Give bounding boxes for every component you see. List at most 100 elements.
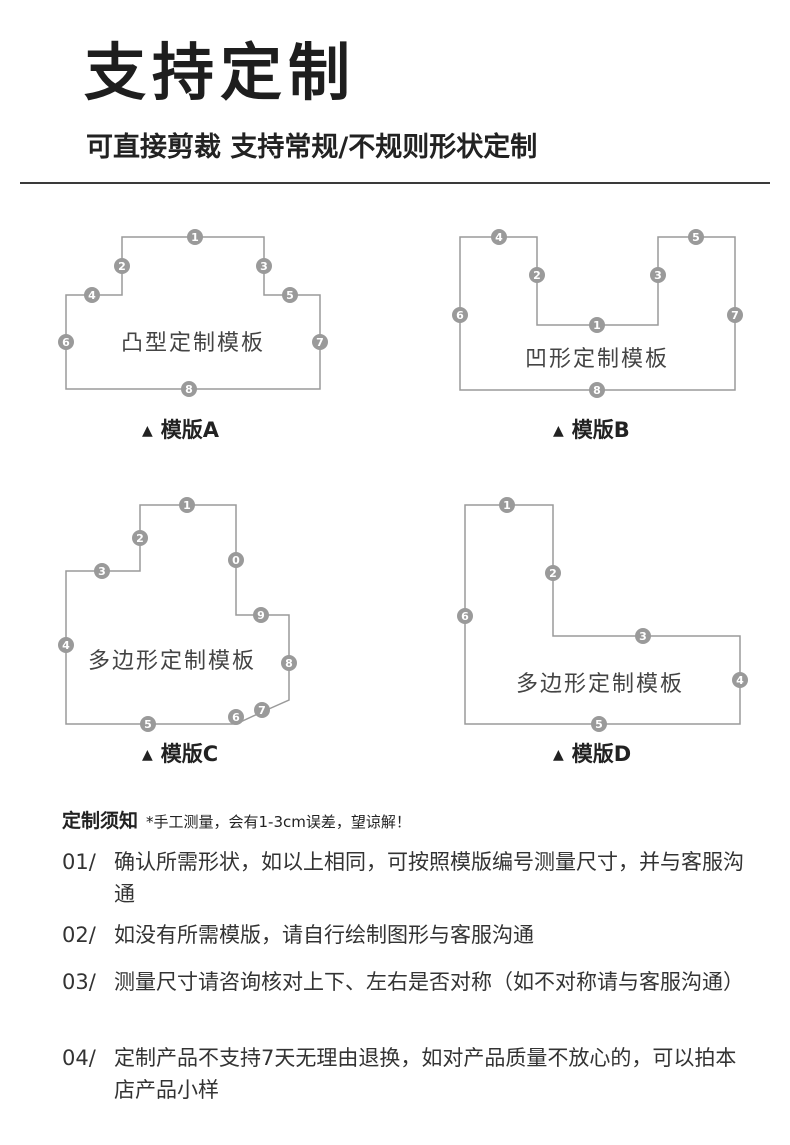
svg-text:2: 2	[533, 269, 541, 282]
svg-text:6: 6	[232, 711, 240, 724]
svg-text:1: 1	[593, 319, 601, 332]
svg-text:6: 6	[62, 336, 70, 349]
svg-text:4: 4	[736, 674, 744, 687]
template-c-caption: ▲ 模版C	[142, 738, 218, 768]
caption-text: 模版A	[160, 418, 220, 442]
marker-badge: 6	[228, 709, 244, 725]
notes-heading: 定制须知*手工测量，会有1-3cm误差，望谅解！	[62, 806, 411, 833]
template-c-markers: 1 2 3 4 5 6 7 8 9 0	[58, 497, 297, 732]
svg-text:8: 8	[593, 384, 601, 397]
marker-badge: 6	[452, 307, 468, 323]
notes-item: 02/如没有所需模版，请自行绘制图形与客服沟通	[62, 919, 762, 951]
template-b-caption: ▲ 模版B	[553, 414, 630, 444]
template-c-outline	[65, 504, 290, 725]
triangle-icon: ▲	[553, 747, 564, 763]
caption-text: 模版C	[160, 742, 219, 766]
marker-badge: 4	[84, 287, 100, 303]
svg-text:7: 7	[258, 704, 266, 717]
page-subtitle: 可直接剪裁 支持常规/不规则形状定制	[86, 132, 538, 163]
marker-badge: 0	[228, 552, 244, 568]
item-number: 01/	[62, 850, 96, 874]
template-d-label: 多边形定制模板	[516, 672, 684, 697]
svg-text:5: 5	[692, 231, 700, 244]
template-a-markers: 1 2 3 4 5 6 7 8	[58, 229, 328, 397]
marker-badge: 5	[591, 716, 607, 732]
svg-text:0: 0	[232, 554, 240, 567]
marker-badge: 8	[589, 382, 605, 398]
marker-badge: 8	[281, 655, 297, 671]
marker-badge: 7	[312, 334, 328, 350]
svg-text:8: 8	[285, 657, 293, 670]
marker-badge: 1	[499, 497, 515, 513]
template-diagrams: 1 2 3 4 5 6 7 8 1 2 3 4 5 6 7 8 1 2 3 4 …	[58, 229, 748, 732]
marker-badge: 5	[140, 716, 156, 732]
svg-text:4: 4	[62, 639, 70, 652]
caption-text: 模版D	[571, 742, 632, 766]
marker-badge: 2	[132, 530, 148, 546]
marker-badge: 5	[282, 287, 298, 303]
triangle-icon: ▲	[553, 423, 564, 439]
item-text: 如没有所需模版，请自行绘制图形与客服沟通	[114, 923, 534, 947]
marker-badge: 6	[58, 334, 74, 350]
template-d-outline	[464, 504, 741, 725]
svg-text:3: 3	[639, 630, 647, 643]
template-d-markers: 1 2 3 4 5 6	[457, 497, 748, 732]
marker-badge: 3	[256, 258, 272, 274]
svg-text:1: 1	[183, 499, 191, 512]
svg-text:3: 3	[260, 260, 268, 273]
notes-item: 01/确认所需形状，如以上相同，可按照模版编号测量尺寸，并与客服沟通	[62, 846, 762, 910]
svg-text:2: 2	[549, 567, 557, 580]
marker-badge: 1	[179, 497, 195, 513]
svg-text:6: 6	[461, 610, 469, 623]
svg-text:9: 9	[257, 609, 265, 622]
page-title: 支持定制	[84, 36, 357, 109]
notes-item: 03/测量尺寸请咨询核对上下、左右是否对称（如不对称请与客服沟通）	[62, 966, 762, 998]
item-number: 03/	[62, 970, 96, 994]
notes-title: 定制须知	[62, 810, 139, 832]
item-number: 02/	[62, 923, 96, 947]
svg-text:3: 3	[98, 565, 106, 578]
svg-text:5: 5	[144, 718, 152, 731]
svg-text:7: 7	[731, 309, 739, 322]
svg-text:5: 5	[595, 718, 603, 731]
svg-text:4: 4	[88, 289, 96, 302]
svg-text:2: 2	[136, 532, 144, 545]
marker-badge: 2	[114, 258, 130, 274]
template-c-label: 多边形定制模板	[88, 649, 256, 674]
triangle-icon: ▲	[142, 747, 153, 763]
svg-text:4: 4	[495, 231, 503, 244]
triangle-icon: ▲	[142, 423, 153, 439]
template-b-label: 凹形定制模板	[525, 347, 669, 372]
item-text: 测量尺寸请咨询核对上下、左右是否对称（如不对称请与客服沟通）	[114, 970, 744, 994]
item-number: 04/	[62, 1046, 96, 1070]
marker-badge: 1	[589, 317, 605, 333]
svg-text:1: 1	[503, 499, 511, 512]
template-a-label: 凸型定制模板	[121, 331, 265, 356]
svg-text:3: 3	[654, 269, 662, 282]
marker-badge: 4	[732, 672, 748, 688]
svg-text:6: 6	[456, 309, 464, 322]
marker-badge: 3	[635, 628, 651, 644]
marker-badge: 2	[545, 565, 561, 581]
marker-badge: 3	[650, 267, 666, 283]
template-a-outline	[65, 236, 321, 390]
template-b-markers: 1 2 3 4 5 6 7 8	[452, 229, 743, 398]
template-d-caption: ▲ 模版D	[553, 738, 631, 768]
marker-badge: 4	[491, 229, 507, 245]
marker-badge: 7	[254, 702, 270, 718]
marker-badge: 9	[253, 607, 269, 623]
template-a-caption: ▲ 模版A	[142, 414, 219, 444]
marker-badge: 1	[187, 229, 203, 245]
item-text: 确认所需形状，如以上相同，可按照模版编号测量尺寸，并与客服沟通	[114, 850, 744, 906]
template-b-outline	[459, 236, 736, 391]
marker-badge: 6	[457, 608, 473, 624]
divider	[20, 182, 770, 184]
svg-text:7: 7	[316, 336, 324, 349]
svg-text:5: 5	[286, 289, 294, 302]
marker-badge: 3	[94, 563, 110, 579]
svg-text:8: 8	[185, 383, 193, 396]
svg-text:2: 2	[118, 260, 126, 273]
svg-text:1: 1	[191, 231, 199, 244]
marker-badge: 8	[181, 381, 197, 397]
caption-text: 模版B	[571, 418, 630, 442]
